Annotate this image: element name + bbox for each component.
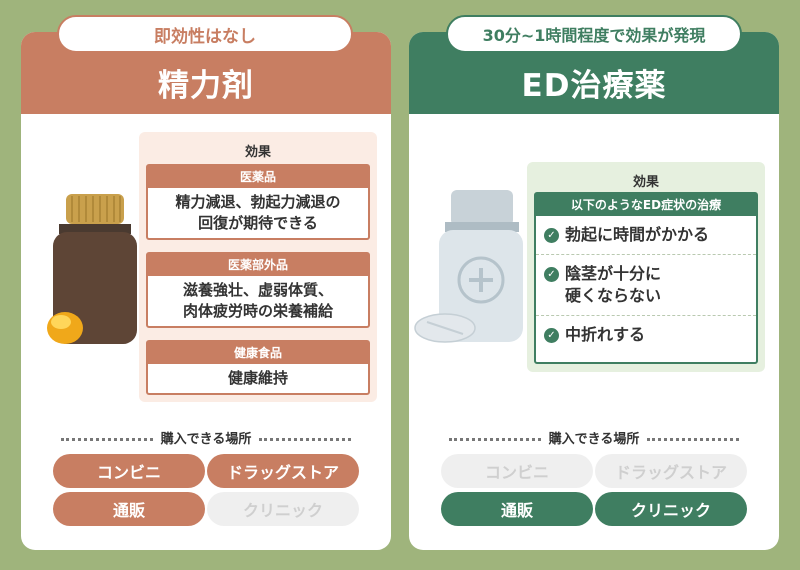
supplement-tag: 即効性はなし — [57, 15, 353, 53]
section-caption: 健康食品 — [148, 342, 368, 364]
item-line: 勃起に時間がかかる — [565, 225, 710, 244]
list-item: ✓ 勃起に時間がかかる — [536, 216, 756, 255]
ed-store-online: 通販 — [441, 492, 593, 526]
supplement-card: 精力剤 効果 医薬品 精力減退、勃起力減退の 回復が期待できる 医薬部外品 滋養… — [21, 32, 391, 550]
supplement-bottle-icon — [47, 194, 137, 344]
ed-drug-title: ED治療薬 — [521, 67, 667, 104]
supplement-effects: 効果 医薬品 精力減退、勃起力減退の 回復が期待できる 医薬部外品 滋養強壮、虚… — [139, 132, 377, 402]
supplement-title: 精力剤 — [158, 67, 254, 104]
ed-symptom-caption: 以下のようなED症状の治療 — [536, 194, 756, 216]
supplement-effects-title: 効果 — [244, 145, 271, 160]
item-line: 硬くならない — [565, 286, 662, 305]
supplement-store-drugstore: ドラッグストア — [207, 454, 359, 488]
section-quasi-drug: 医薬部外品 滋養強壮、虚弱体質、 肉体疲労時の栄養補給 — [146, 252, 370, 328]
medicine-bottle-icon — [414, 190, 523, 343]
section-line: 滋養強壮、虚弱体質、 — [182, 281, 333, 299]
ed-store-clinic: クリニック — [595, 492, 747, 526]
item-line: 陰茎が十分に — [565, 264, 662, 283]
list-item: ✓ 陰茎が十分に 硬くならない — [536, 255, 756, 316]
item-line: 中折れする — [565, 325, 646, 344]
section-line: 回復が期待できる — [198, 214, 318, 232]
supplement-where-label: 購入できる場所 — [21, 428, 391, 447]
section-health-food: 健康食品 健康維持 — [146, 340, 370, 395]
ed-drug-tag: 30分~1時間程度で効果が発現 — [446, 15, 742, 53]
check-icon: ✓ — [544, 328, 559, 343]
section-line: 精力減退、勃起力減退の — [175, 193, 341, 211]
where-title: 購入できる場所 — [548, 432, 640, 447]
section-caption: 医薬部外品 — [148, 254, 368, 276]
list-item: ✓ 中折れする — [536, 316, 756, 354]
supplement-store-online: 通販 — [53, 492, 205, 526]
ed-drug-effects: 効果 以下のようなED症状の治療 ✓ 勃起に時間がかかる ✓ 陰茎が十分に 硬く… — [527, 162, 765, 372]
section-line: 肉体疲労時の栄養補給 — [182, 302, 333, 320]
ed-drug-effects-title: 効果 — [632, 175, 659, 190]
ed-drug-where-label: 購入できる場所 — [409, 428, 779, 447]
ed-symptom-box: 以下のようなED症状の治療 ✓ 勃起に時間がかかる ✓ 陰茎が十分に 硬くならな… — [534, 192, 758, 364]
section-medicine: 医薬品 精力減退、勃起力減退の 回復が期待できる — [146, 164, 370, 240]
ed-store-drugstore: ドラッグストア — [595, 454, 747, 488]
supplement-store-convenience: コンビニ — [53, 454, 205, 488]
supplement-store-clinic: クリニック — [207, 492, 359, 526]
ed-store-convenience: コンビニ — [441, 454, 593, 488]
check-icon: ✓ — [544, 228, 559, 243]
section-line: 健康維持 — [227, 369, 288, 387]
ed-drug-card: ED治療薬 効果 以下のようなED症状の治療 ✓ 勃起に時間がかかる ✓ 陰茎が… — [409, 32, 779, 550]
check-icon: ✓ — [544, 267, 559, 282]
where-title: 購入できる場所 — [160, 432, 252, 447]
section-caption: 医薬品 — [148, 166, 368, 188]
